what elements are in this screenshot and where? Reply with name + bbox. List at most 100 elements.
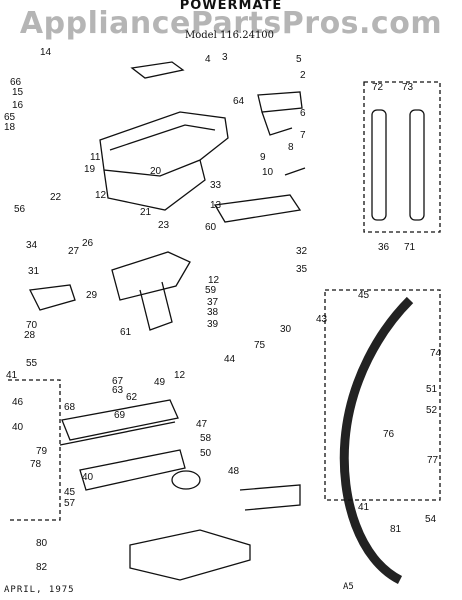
callout-51: 51: [426, 384, 438, 395]
callout-23: 23: [158, 220, 170, 231]
callout-15: 15: [12, 87, 24, 98]
callout-44: 44: [224, 354, 236, 365]
date-stamp: APRIL, 1975: [4, 585, 75, 595]
callout-74: 74: [430, 348, 442, 359]
callout-41: 41: [358, 502, 370, 513]
callout-16: 16: [12, 100, 24, 111]
callout-39: 39: [207, 319, 219, 330]
callout-68: 68: [64, 402, 76, 413]
housing-part: [99, 111, 229, 177]
axle-part: [239, 484, 301, 511]
motor-assembly-part: [111, 251, 191, 301]
callout-54: 54: [425, 514, 437, 525]
callout-53: 53: [0, 0, 12, 3]
model-label: Model 116.24100: [185, 30, 275, 41]
tube-70-part: [409, 109, 425, 221]
callout-76: 76: [383, 429, 395, 440]
callout-18: 18: [4, 122, 16, 133]
callout-4: 4: [205, 54, 211, 65]
callout-13: 13: [210, 200, 222, 211]
callout-43: 43: [316, 314, 328, 325]
callout-69: 69: [114, 410, 126, 421]
cover-plate-part: [130, 61, 185, 79]
callout-36: 36: [378, 242, 390, 253]
callout-26: 26: [82, 238, 94, 249]
callout-71: 71: [404, 242, 416, 253]
callout-73: 73: [402, 82, 414, 93]
callout-77: 77: [427, 455, 439, 466]
callout-14: 14: [40, 47, 52, 58]
callout-47: 47: [196, 419, 208, 430]
tube-71-part: [371, 109, 387, 221]
callout-34: 34: [26, 240, 38, 251]
callout-2: 2: [300, 70, 306, 81]
callout-12: 12: [174, 370, 186, 381]
callout-63: 63: [112, 385, 124, 396]
callout-61: 61: [120, 327, 132, 338]
callout-9: 9: [260, 152, 266, 163]
page-title: POWERMATE: [179, 0, 283, 13]
callout-33: 33: [210, 180, 222, 191]
callout-45: 45: [358, 290, 370, 301]
agitator-part: [79, 449, 186, 491]
callout-75: 75: [254, 340, 266, 351]
callout-20: 20: [150, 166, 162, 177]
bracket-part: [257, 91, 303, 113]
callout-46: 46: [12, 397, 24, 408]
handle-bar-part: [213, 194, 302, 223]
callout-82: 82: [36, 562, 48, 573]
callout-80: 80: [36, 538, 48, 549]
diagram-code: A5: [343, 582, 354, 592]
callout-8: 8: [288, 142, 294, 153]
callout-41: 41: [6, 370, 18, 381]
callout-35: 35: [296, 264, 308, 275]
callout-67: 67: [112, 376, 124, 387]
callout-22: 22: [50, 192, 62, 203]
callout-12: 12: [95, 190, 107, 201]
callout-49: 49: [154, 377, 166, 388]
callout-21: 21: [140, 207, 152, 218]
callout-50: 50: [200, 448, 212, 459]
callout-57: 57: [64, 498, 76, 509]
callout-48: 48: [228, 466, 240, 477]
callout-19: 19: [84, 164, 96, 175]
callout-45: 45: [64, 487, 76, 498]
callout-3: 3: [222, 52, 228, 63]
callout-38: 38: [207, 307, 219, 318]
callout-65: 65: [4, 112, 16, 123]
callout-64: 64: [233, 96, 245, 107]
callout-30: 30: [280, 324, 292, 335]
callout-5: 5: [296, 54, 302, 65]
callout-78: 78: [30, 459, 42, 470]
callout-10: 10: [262, 167, 274, 178]
callout-27: 27: [68, 246, 80, 257]
callout-70: 70: [26, 320, 38, 331]
base-plate-part: [129, 529, 251, 581]
callout-56: 56: [14, 204, 26, 215]
hose-part: [339, 296, 414, 585]
callout-52: 52: [426, 405, 438, 416]
callout-37: 37: [207, 297, 219, 308]
callout-7: 7: [300, 130, 306, 141]
callout-31: 31: [28, 266, 40, 277]
callout-32: 32: [296, 246, 308, 257]
callout-40: 40: [12, 422, 24, 433]
brush-roll-part: [61, 399, 179, 441]
callout-62: 62: [126, 392, 138, 403]
callout-28: 28: [24, 330, 36, 341]
wheel-part: [171, 470, 201, 490]
watermark: AppliancePartsPros.com: [19, 6, 443, 41]
callout-59: 59: [205, 285, 217, 296]
callout-79: 79: [36, 446, 48, 457]
callout-29: 29: [86, 290, 98, 301]
callout-72: 72: [372, 82, 384, 93]
callout-60: 60: [205, 222, 217, 233]
callout-58: 58: [200, 433, 212, 444]
callout-40: 40: [82, 472, 94, 483]
lever-part: [29, 284, 76, 311]
callout-39: 39: [0, 0, 12, 3]
callout-6: 6: [300, 108, 306, 119]
